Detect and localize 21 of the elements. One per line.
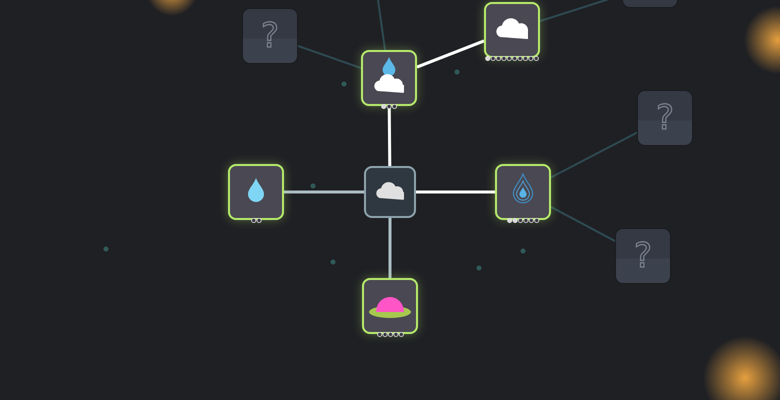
connector-line — [388, 106, 392, 166]
connector-line — [284, 190, 364, 194]
connector-line — [416, 190, 495, 194]
skill-node — [361, 50, 417, 106]
question-mark: ? — [634, 239, 652, 273]
connector-line — [377, 0, 386, 50]
connector-line — [416, 40, 485, 68]
connector-line — [298, 44, 362, 70]
skill-node — [484, 2, 540, 58]
locked-node — [242, 8, 298, 64]
skill-node — [364, 166, 416, 218]
skill-node — [228, 164, 284, 220]
connector-line — [550, 206, 616, 242]
connector-line — [388, 218, 392, 278]
question-mark: ? — [656, 101, 674, 135]
locked-node — [637, 90, 693, 146]
question-mark: ? — [260, 19, 280, 53]
skill-node — [362, 278, 418, 334]
skill-node — [495, 164, 551, 220]
connector-line — [550, 132, 638, 178]
locked-node — [615, 228, 671, 284]
